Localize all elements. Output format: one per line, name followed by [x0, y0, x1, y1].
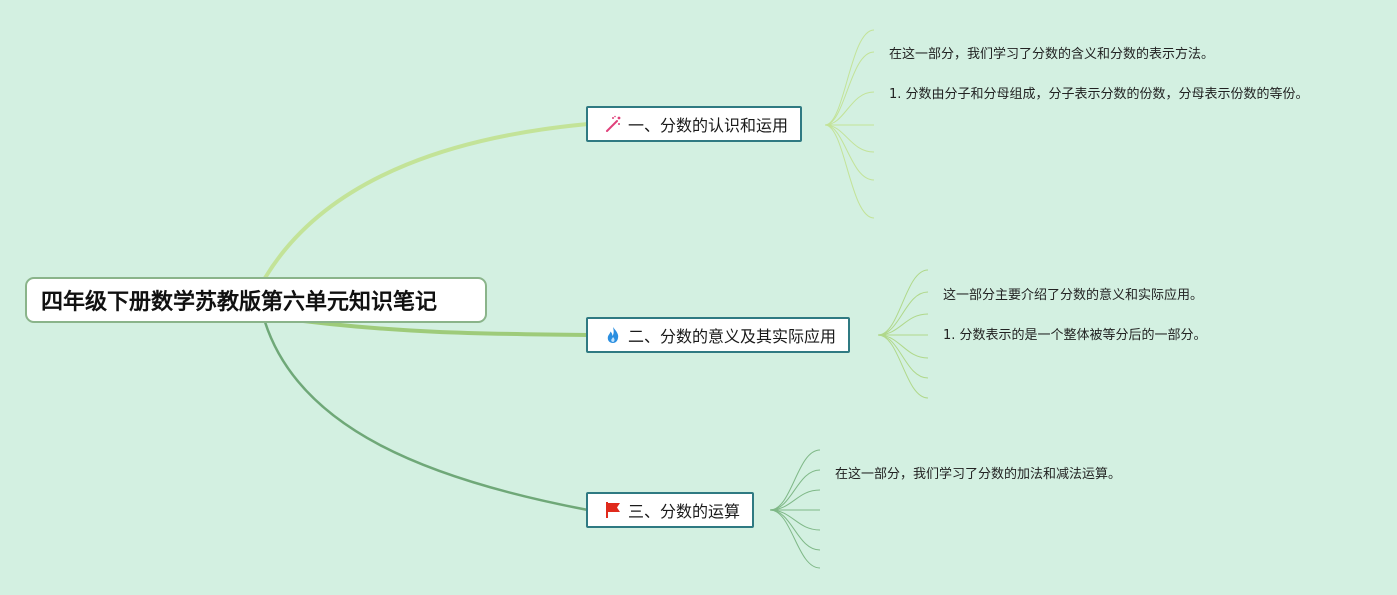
fan-lines-branch-1 — [824, 29, 875, 219]
root-title: 四年级下册数学苏教版第六单元知识笔记 — [41, 290, 438, 315]
note-3-1[interactable]: 在这一部分，我们学习了分数的加法和减法运算。 — [835, 467, 1122, 482]
branch-label: 一、分数的认识和运用 — [628, 116, 789, 135]
note-1-1[interactable]: 在这一部分，我们学习了分数的含义和分数的表示方法。 — [889, 47, 1215, 62]
note-1-2[interactable]: 1. 分数由分子和分母组成，分子表示分数的份数，分母表示份数的等份。 — [889, 87, 1309, 102]
branch-node-2[interactable]: 二、分数的意义及其实际应用 — [586, 317, 851, 353]
link-root-branch-1 — [263, 122, 589, 280]
fan-lines-branch-2 — [877, 269, 929, 399]
magic-wand-icon — [606, 115, 621, 132]
branch-node-3[interactable]: 三、分数的运算 — [586, 492, 755, 528]
flame-icon — [607, 327, 619, 343]
branch-node-1[interactable]: 一、分数的认识和运用 — [586, 106, 803, 142]
fan-lines-branch-3 — [769, 449, 821, 569]
red-flag-icon — [606, 502, 620, 518]
link-root-branch-2 — [279, 316, 589, 337]
root-node[interactable]: 四年级下册数学苏教版第六单元知识笔记 — [25, 277, 487, 323]
note-2-1[interactable]: 这一部分主要介绍了分数的意义和实际应用。 — [943, 288, 1204, 303]
link-root-branch-3 — [263, 321, 589, 512]
note-2-2[interactable]: 1. 分数表示的是一个整体被等分后的一部分。 — [943, 328, 1207, 343]
branch-label: 三、分数的运算 — [628, 502, 741, 521]
branch-label: 二、分数的意义及其实际应用 — [628, 327, 837, 346]
